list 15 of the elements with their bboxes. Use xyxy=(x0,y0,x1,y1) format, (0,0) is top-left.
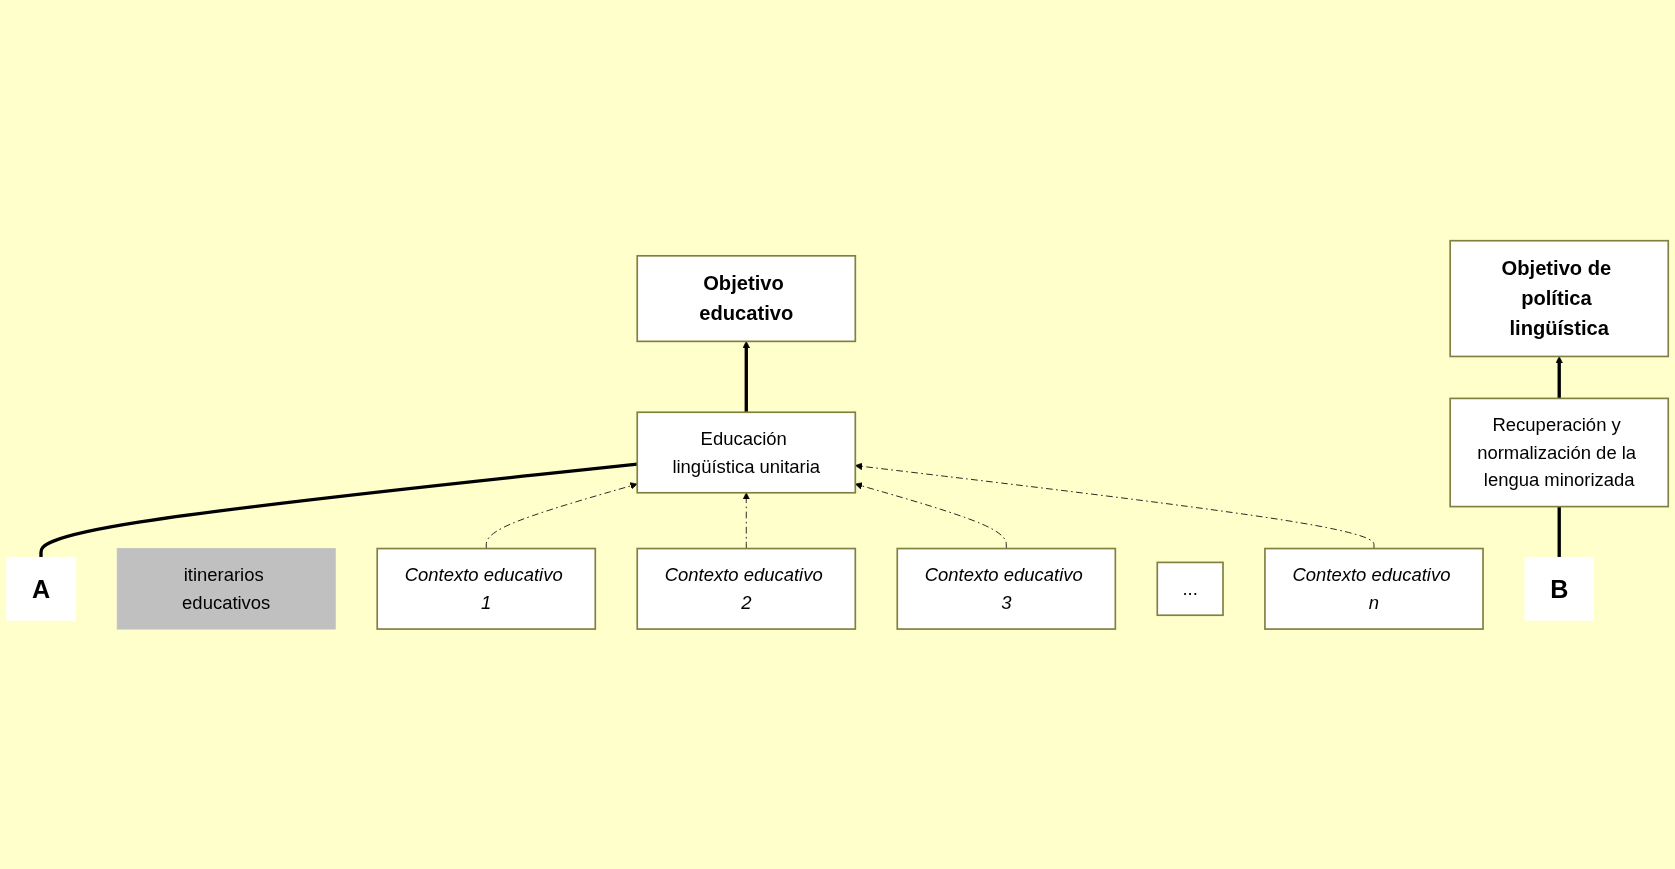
node-box: B xyxy=(1524,556,1594,621)
node-box: Contexto educativo 3 xyxy=(896,547,1117,630)
node-box: Contexto educativo 2 xyxy=(636,547,857,630)
node-box: ... xyxy=(1156,561,1224,616)
node-box: Educación lingüística unitaria xyxy=(636,411,857,494)
connector xyxy=(1557,506,1561,557)
node-box: A xyxy=(6,556,76,621)
node-box: Recuperación y normalización de la lengua minorizada xyxy=(1449,397,1670,508)
node-box: itinerarios educativos xyxy=(116,547,336,630)
node-box: Objetivo de política lingüística xyxy=(1449,239,1670,357)
arrow xyxy=(1555,355,1563,398)
node-box: Contexto educativo 1 xyxy=(376,547,597,630)
node-box: Contexto educativo n xyxy=(1264,547,1484,630)
node-box: Objetivo educativo xyxy=(636,254,857,342)
arrow xyxy=(742,340,750,412)
